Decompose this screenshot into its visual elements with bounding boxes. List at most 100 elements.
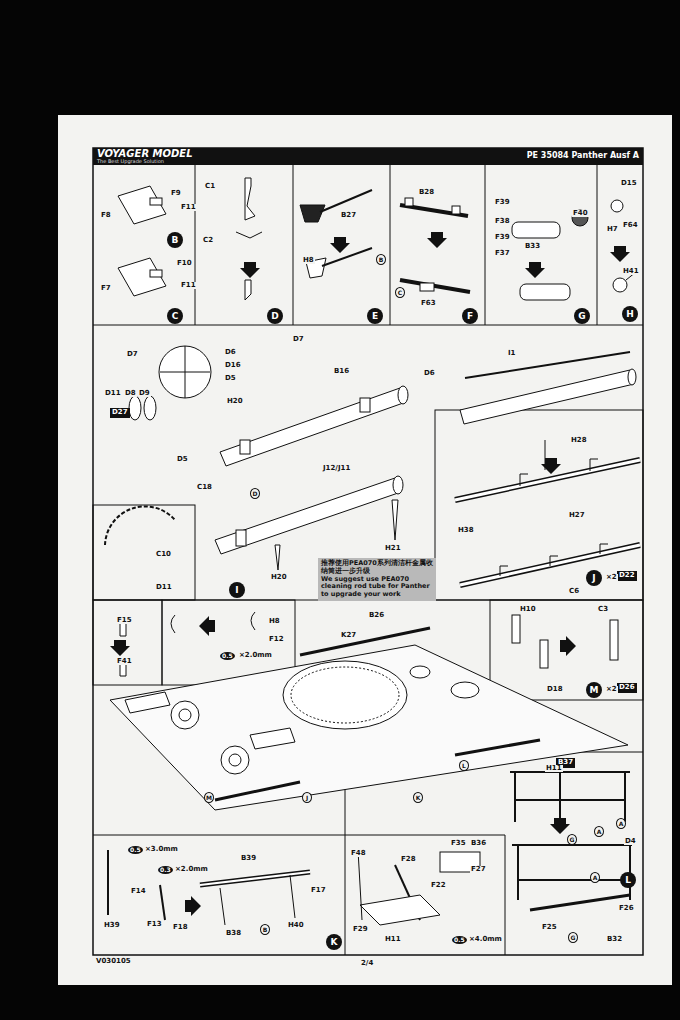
callout-letter: B <box>260 924 270 935</box>
part-number: F26 <box>618 905 635 912</box>
step-circle: I <box>229 582 245 598</box>
step-circle: G <box>574 308 590 324</box>
node-text: M <box>590 686 599 695</box>
part-number: B28 <box>418 189 435 196</box>
part-number: B27 <box>340 212 357 219</box>
part-number: K27 <box>340 632 357 639</box>
node-text: D26 <box>619 684 635 692</box>
part-number: H11 <box>384 936 402 943</box>
part-number: ×4.0mm <box>468 936 503 943</box>
part-number: ×2.0mm <box>238 652 273 659</box>
step-circle: J <box>586 570 602 586</box>
part-number: H7 <box>606 226 619 233</box>
step-circle: M <box>586 682 602 698</box>
callout-letter: K <box>413 792 423 803</box>
part-number: H28 <box>570 437 588 444</box>
node-text: E <box>372 312 378 321</box>
part-number: D11 <box>155 584 173 591</box>
part-number: F13 <box>146 921 163 928</box>
callout-letter: J <box>302 792 312 803</box>
part-number: D6 <box>224 349 237 356</box>
part-number: D7 <box>126 351 139 358</box>
node-text: K <box>331 938 338 947</box>
node-text: D27 <box>112 409 128 417</box>
part-number: F22 <box>430 882 447 889</box>
step-circle: B <box>167 232 183 248</box>
part-number: F25 <box>541 924 558 931</box>
part-number: F14 <box>130 888 147 895</box>
part-number: H39 <box>103 922 121 929</box>
part-number: B36 <box>470 840 487 847</box>
node-text: D <box>271 312 278 321</box>
step-circle: C <box>167 308 183 324</box>
callout-letter: G <box>567 834 577 845</box>
rod-diameter: 0.3 <box>158 866 173 874</box>
part-number: F41 <box>116 658 133 665</box>
part-number: B33 <box>524 243 541 250</box>
part-number: D16 <box>224 362 242 369</box>
node-text: L <box>625 876 631 885</box>
callout-letter: A <box>590 872 600 883</box>
part-number: F64 <box>622 222 639 229</box>
step-count-box: D26 <box>617 683 637 693</box>
rod-diameter: 0.5 <box>452 936 467 944</box>
part-number: F11 <box>180 282 197 289</box>
part-number: C10 <box>155 551 172 558</box>
part-number: D5 <box>224 375 237 382</box>
part-number: C3 <box>597 606 609 613</box>
part-number: D6 <box>423 370 436 377</box>
node-text: D22 <box>619 572 635 580</box>
part-number: D8 <box>124 390 137 397</box>
part-number: D7 <box>292 336 305 343</box>
part-number: H27 <box>568 512 586 519</box>
part-number: ×2 <box>605 686 618 693</box>
sheet-title: PE 35084 Panther Ausf A <box>527 152 639 160</box>
part-number: H41 <box>622 268 640 275</box>
part-number: H38 <box>457 527 475 534</box>
part-number: F40 <box>572 210 589 217</box>
part-number: F11 <box>180 204 197 211</box>
part-number: F12 <box>268 636 285 643</box>
part-number: ×2 <box>605 574 618 581</box>
callout-letter: B <box>376 254 386 265</box>
callout-letter: G <box>568 932 578 943</box>
part-number: V030105 <box>95 958 132 965</box>
part-number: B38 <box>225 930 242 937</box>
part-number: F7 <box>100 285 112 292</box>
callout-letter: D <box>250 488 260 499</box>
part-number: C18 <box>196 484 213 491</box>
part-number: H10 <box>519 606 537 613</box>
part-number: D18 <box>546 686 564 693</box>
part-number: H20 <box>270 574 288 581</box>
part-number: I1 <box>507 350 516 357</box>
part-number: H8 <box>268 618 281 625</box>
part-number: F18 <box>172 924 189 931</box>
header-band: VOYAGER MODELThe Best Upgrade SolutionPE… <box>93 148 643 165</box>
part-number: F39 <box>494 234 511 241</box>
part-number: F39 <box>494 199 511 206</box>
part-number: H20 <box>226 398 244 405</box>
part-number: F8 <box>100 212 112 219</box>
node-text: G <box>578 312 585 321</box>
part-number: H40 <box>287 922 305 929</box>
part-number: D15 <box>620 180 638 187</box>
step-circle: E <box>367 308 383 324</box>
part-number: B39 <box>240 855 257 862</box>
part-number: ×3.0mm <box>144 846 179 853</box>
part-number: B32 <box>606 936 623 943</box>
part-number: H11 <box>545 765 563 772</box>
part-number: F38 <box>494 218 511 225</box>
rod-diameter: 0.5 <box>128 846 143 854</box>
node-text: J <box>592 574 595 583</box>
part-number: F37 <box>494 250 511 257</box>
part-number: C1 <box>204 183 216 190</box>
part-number: F9 <box>170 190 182 197</box>
callout-letter: L <box>459 760 469 771</box>
part-number: F10 <box>176 260 193 267</box>
note-box: 推荐使用PEA070系列清洁杆金属收纳筒进一步升级We suggest use … <box>318 558 436 601</box>
node-text: We suggest use PEA070 cleaning rod tube … <box>321 576 433 599</box>
part-number: 2/4 <box>360 960 374 967</box>
part-number: ×2.0mm <box>174 866 209 873</box>
part-number: F48 <box>350 850 367 857</box>
part-number: B16 <box>333 368 350 375</box>
